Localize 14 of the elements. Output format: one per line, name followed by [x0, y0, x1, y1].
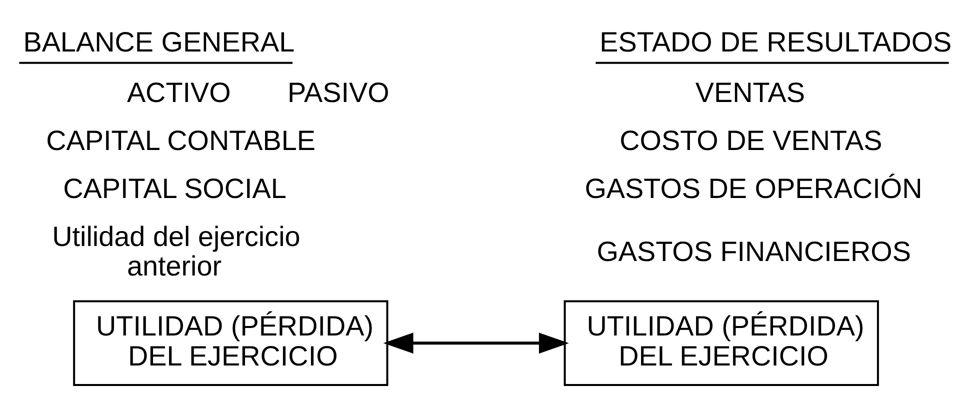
- label: ESTADO DE RESULTADOS: [600, 26, 952, 58]
- label: CAPITAL SOCIAL: [63, 172, 286, 204]
- label: ACTIVO: [126, 77, 231, 108]
- label: BALANCE GENERAL: [23, 26, 295, 58]
- label: CAPITAL CONTABLE: [46, 125, 316, 156]
- node-box: UTILIDAD (PÉRDIDA) DEL EJERCICIO: [564, 300, 879, 386]
- node-box: UTILIDAD (PÉRDIDA) DEL EJERCICIO: [73, 300, 388, 386]
- label: VENTAS: [695, 77, 806, 108]
- label: PASIVO: [288, 77, 390, 108]
- label: GASTOS FINANCIEROS: [596, 236, 911, 267]
- label: GASTOS DE OPERACIÓN: [584, 172, 922, 204]
- arrow: [383, 332, 569, 354]
- label: Utilidad del ejercicio anterior: [52, 220, 300, 282]
- label: COSTO DE VENTAS: [620, 125, 882, 156]
